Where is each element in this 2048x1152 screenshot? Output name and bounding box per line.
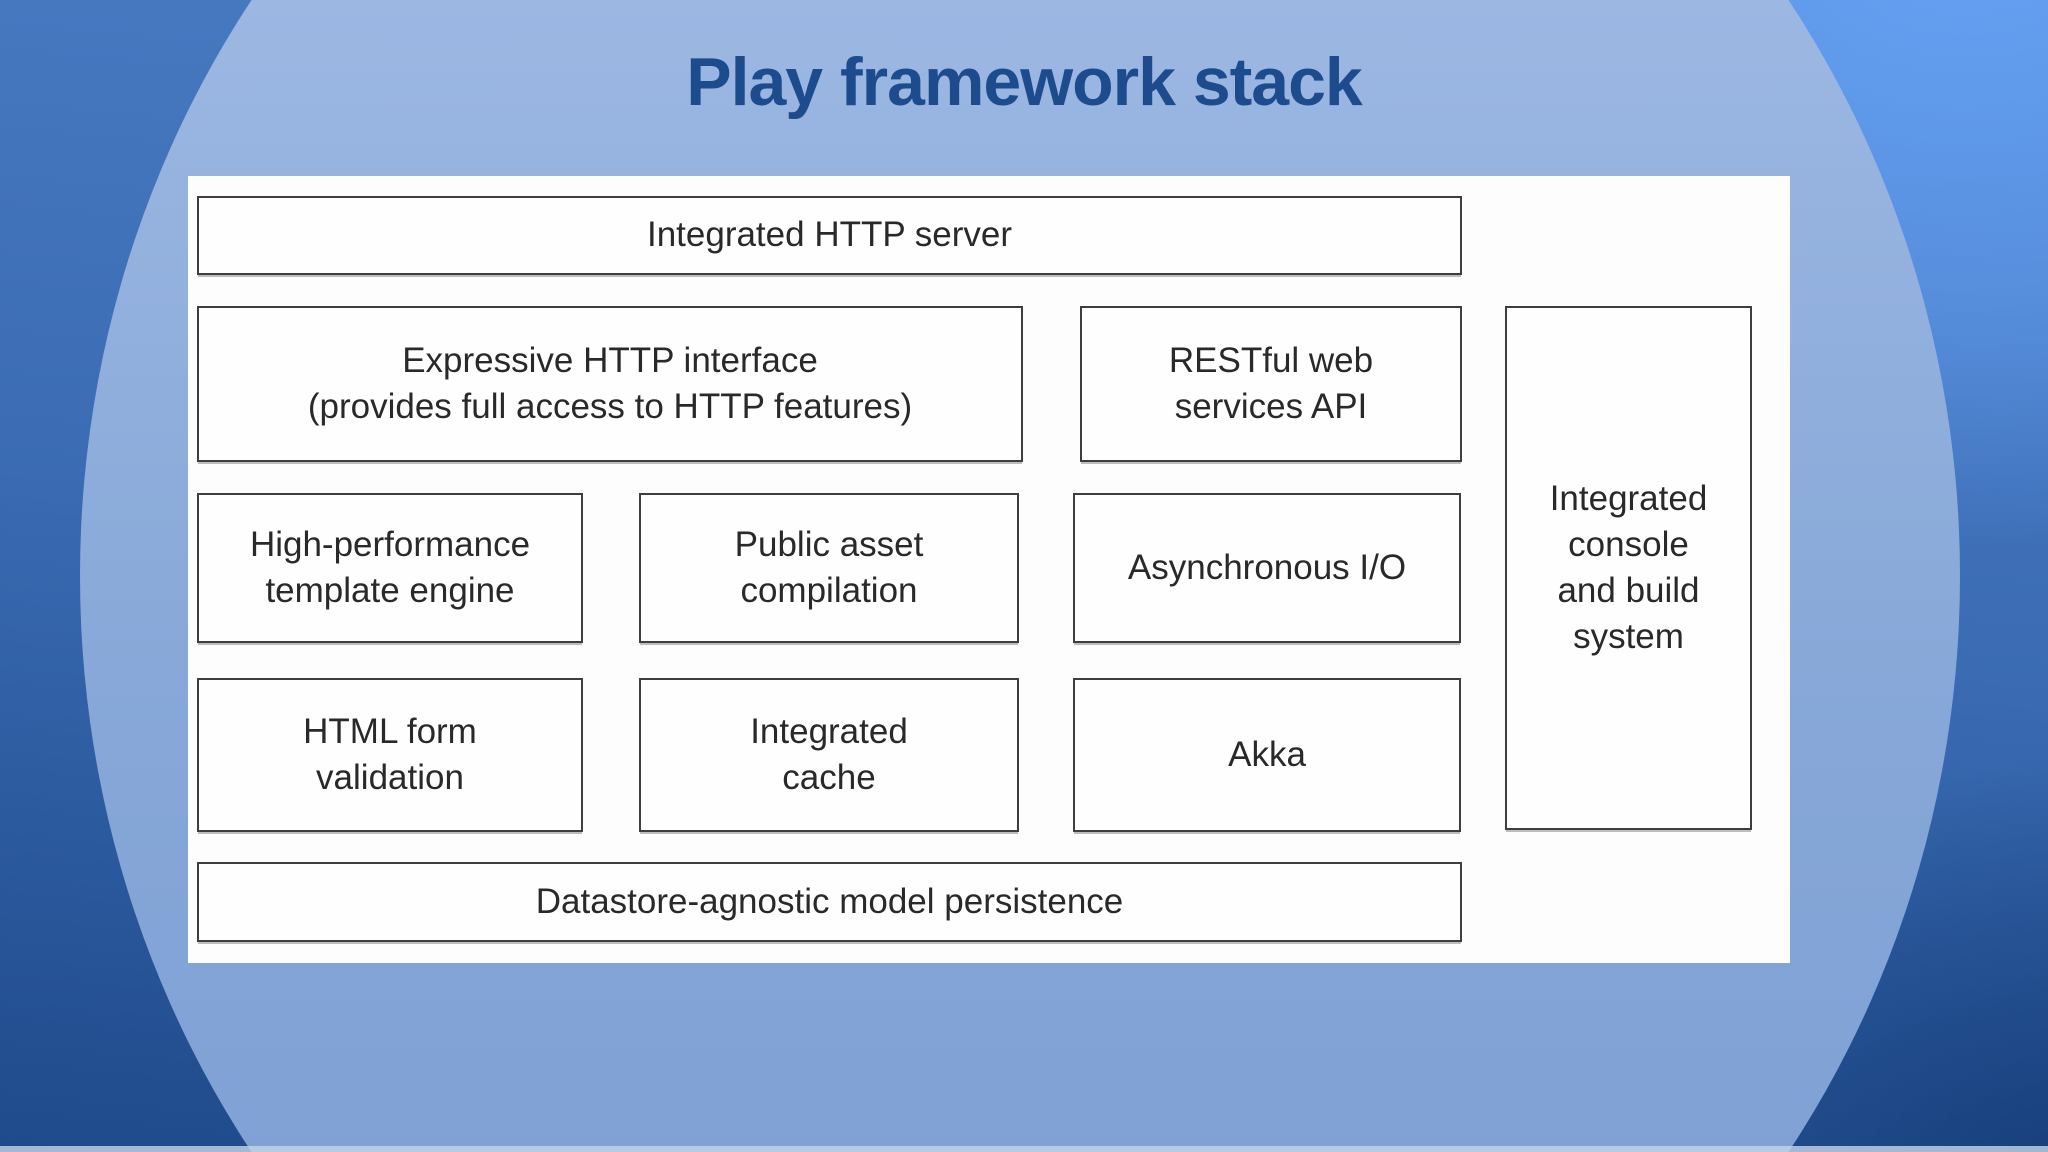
box-label: Expressive HTTP interface	[402, 340, 818, 380]
box-label: RESTful web	[1168, 340, 1374, 380]
box-label: template engine	[265, 571, 515, 610]
box-expressive-http-interface: Expressive HTTP interface (provides full…	[197, 306, 1023, 462]
box-label: HTML form	[303, 711, 477, 751]
box-label: High-performance	[249, 524, 531, 564]
box-integrated-console-and-build-system: Integrated console and build system	[1505, 306, 1752, 830]
box-html-form-validation: HTML form validation	[197, 678, 583, 832]
box-integrated-cache: Integrated cache	[639, 678, 1019, 832]
box-label: cache	[782, 758, 876, 797]
box-label: Integrated	[750, 711, 908, 751]
box-label: Datastore-agnostic model persistence	[535, 881, 1124, 921]
stack-diagram-panel: Integrated HTTP server Expressive HTTP i…	[188, 176, 1790, 963]
box-label: Public asset	[734, 524, 924, 564]
box-label: services API	[1174, 387, 1368, 426]
box-label: console	[1568, 524, 1689, 564]
bottom-edge-strip	[0, 1146, 2048, 1152]
box-label: Integrated HTTP server	[646, 215, 1013, 255]
box-asynchronous-io: Asynchronous I/O	[1073, 493, 1461, 643]
box-label: system	[1573, 617, 1684, 657]
slide-title: Play framework stack	[686, 44, 1363, 120]
box-label: validation	[316, 758, 464, 797]
box-restful-web-services-api: RESTful web services API	[1080, 306, 1462, 462]
box-label: compilation	[740, 571, 918, 610]
box-label: Integrated	[1549, 478, 1708, 518]
box-label: (provides full access to HTTP features)	[307, 387, 913, 426]
box-datastore-agnostic-model-persistence: Datastore-agnostic model persistence	[197, 862, 1462, 942]
box-public-asset-compilation: Public asset compilation	[639, 493, 1019, 643]
box-label: and build	[1557, 571, 1700, 610]
box-akka: Akka	[1073, 678, 1461, 832]
box-integrated-http-server: Integrated HTTP server	[197, 196, 1462, 275]
box-high-performance-template-engine: High-performance template engine	[197, 493, 583, 643]
box-label: Asynchronous I/O	[1127, 547, 1407, 587]
box-label: Akka	[1228, 734, 1306, 774]
